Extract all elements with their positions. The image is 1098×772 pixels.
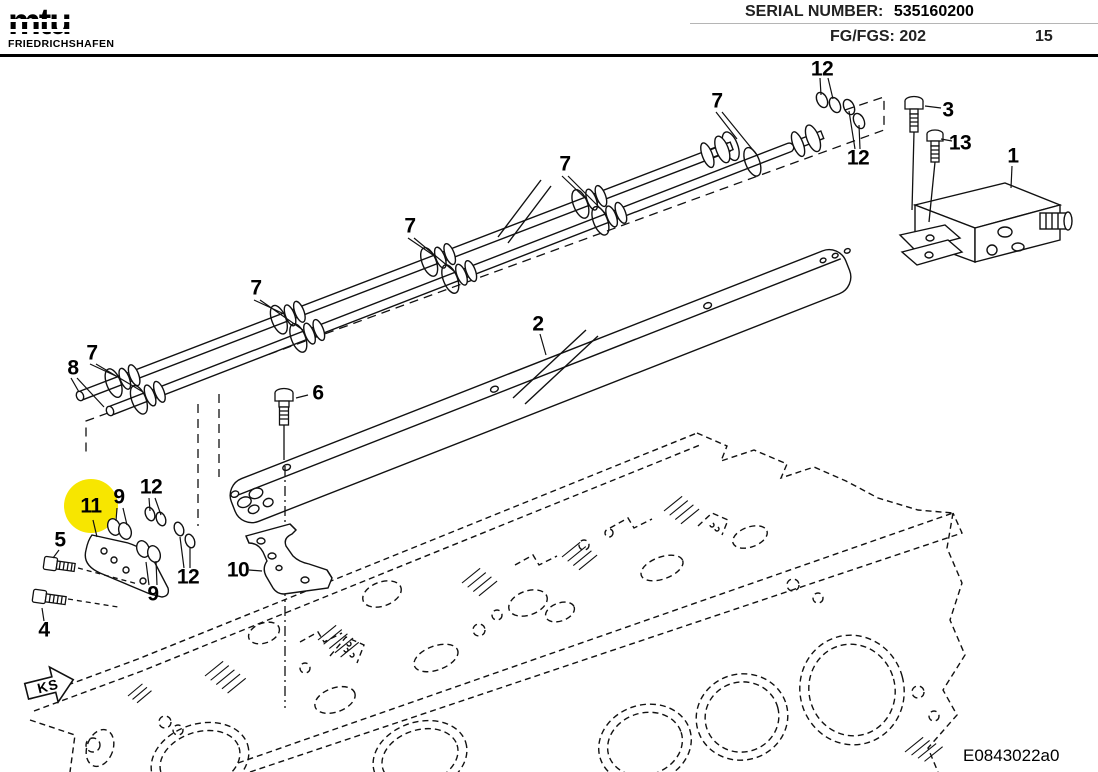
part-callout-7[interactable]: 7 [250, 276, 262, 300]
part-callout-1[interactable]: 1 [1007, 144, 1019, 168]
bracket-10 [245, 523, 333, 595]
logo-stripe [8, 19, 104, 22]
bushings-9 [106, 518, 162, 563]
header-rule [0, 54, 1098, 57]
fg-label: FG/FGS: [830, 28, 895, 45]
bolt-4 [31, 588, 119, 608]
fg-value: 202 [899, 28, 927, 45]
part-callout-7[interactable]: 7 [404, 214, 416, 238]
part-callout-7[interactable]: 7 [86, 341, 98, 365]
part-callout-12[interactable]: 12 [139, 475, 163, 499]
part-callout-8[interactable]: 8 [67, 356, 79, 380]
brand-subtitle: FRIEDRICHSHAFEN [8, 38, 115, 51]
highlight-circle [64, 479, 118, 533]
dashed-enclosures [85, 96, 885, 526]
serial-number-row: SERIAL NUMBER: 535160200 [745, 3, 974, 21]
part-callout-4[interactable]: 4 [38, 618, 50, 642]
seal-rings-12 [815, 91, 866, 130]
part-callout-11-highlighted[interactable]: 11 [80, 494, 102, 518]
part-callout-2[interactable]: 2 [532, 312, 544, 336]
part-callout-13[interactable]: 13 [948, 131, 972, 155]
part-callout-7[interactable]: 7 [559, 152, 571, 176]
mtu-logo: mtu FRIEDRICHSHAFEN [8, 3, 118, 51]
part-callout-9[interactable]: 9 [147, 582, 159, 606]
serial-number-value: 535160200 [893, 3, 974, 20]
bolt-5 [42, 555, 139, 585]
serial-number-label: SERIAL NUMBER: [745, 3, 884, 20]
o-rings-12 [144, 506, 196, 549]
part-callout-12[interactable]: 12 [846, 146, 870, 170]
part-callout-10[interactable]: 10 [226, 558, 250, 582]
logo-stripe [8, 29, 104, 32]
page-number: 15 [1035, 28, 1053, 45]
part-callout-5[interactable]: 5 [54, 528, 66, 552]
part-callout-12[interactable]: 12 [176, 565, 200, 589]
part-callout-9[interactable]: 9 [113, 485, 125, 509]
mount-plate-11 [84, 534, 170, 598]
engine-block-hatching [127, 495, 943, 762]
bolt-3 [904, 95, 924, 211]
cover-bar [229, 247, 852, 524]
valve-block-1 [898, 182, 1073, 266]
fg-fgs-row: FG/FGS: 202 [830, 28, 926, 46]
drawing-id: E0843022a0 [963, 746, 1060, 765]
brand-wordmark: mtu [8, 3, 118, 40]
part-callout-3[interactable]: 3 [942, 98, 954, 122]
oil-pipe-lower [105, 124, 825, 417]
part-callout-6[interactable]: 6 [312, 381, 324, 405]
part-callout-12[interactable]: 12 [810, 57, 834, 81]
engine-block [29, 432, 966, 772]
bolt-13 [926, 129, 944, 223]
ks-arrow [23, 665, 75, 704]
leader-lines [41, 77, 1013, 622]
part-callout-7[interactable]: 7 [711, 89, 723, 113]
header-divider [690, 23, 1098, 24]
page-header: mtu FRIEDRICHSHAFEN SERIAL NUMBER: 53516… [0, 0, 1098, 57]
